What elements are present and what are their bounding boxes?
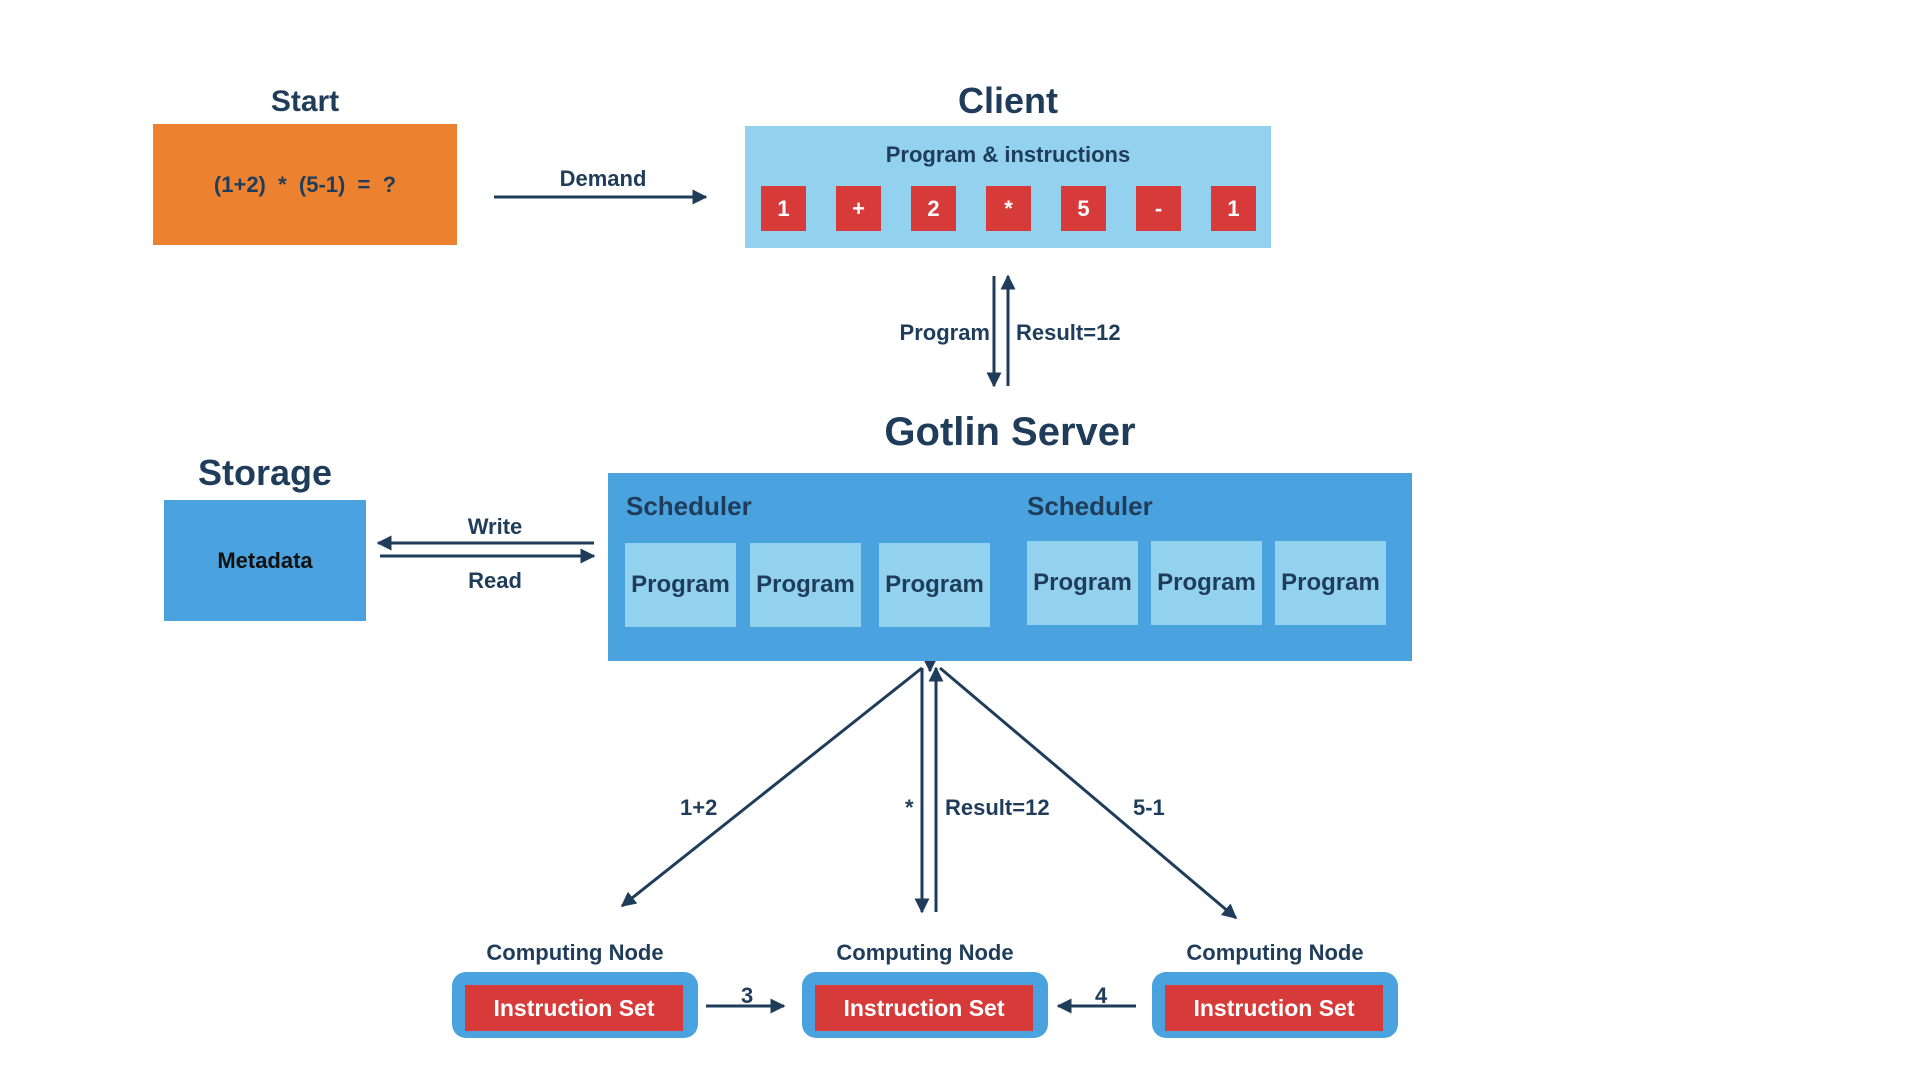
token-5: 5 [1061,186,1106,231]
computing-node: Instruction Set [452,972,698,1038]
server-title: Gotlin Server [884,410,1136,454]
start-title: Start [270,85,340,118]
instruction-set: Instruction Set [465,985,683,1031]
storage-title: Storage [197,452,333,493]
token-1: 1 [761,186,806,231]
computing-node-title: Computing Node [1186,940,1364,965]
computing-node: Instruction Set [802,972,1048,1038]
op-right-arrow [939,666,1238,920]
token-7: 1 [1211,186,1256,231]
result-top-label: Result=12 [1016,320,1121,345]
token-4: * [986,186,1031,231]
program-block: Program [1151,541,1262,625]
metadata-box: Metadata [164,500,366,621]
program-block: Program [879,543,990,627]
program-block: Program [625,543,736,627]
instruction-set: Instruction Set [1165,985,1383,1031]
pass-right-label: 4 [1095,983,1108,1008]
computing-node-title: Computing Node [836,940,1014,965]
pass-left-label: 3 [741,983,754,1008]
server-box: Scheduler Program Program Program Schedu… [608,473,1412,661]
op-right-label: 5-1 [1133,795,1165,820]
result-mid-label: Result=12 [945,795,1050,820]
scheduler-label: Scheduler [1027,491,1153,521]
scheduler-label: Scheduler [626,491,752,521]
computing-node: Instruction Set [1152,972,1398,1038]
client-box: Program & instructions 1 + 2 * 5 - 1 [745,126,1271,248]
program-block: Program [750,543,861,627]
op-left-arrow [620,666,923,908]
token-3: 2 [911,186,956,231]
metadata-label: Metadata [217,547,313,573]
write-label: Write [467,514,523,539]
program-label: Program [899,320,990,345]
program-block: Program [1275,541,1386,625]
op-left-label: 1+2 [680,795,718,820]
start-expression: (1+2) * (5-1) = ? [213,171,397,197]
token-2: + [836,186,881,231]
op-mid-label: * [905,795,914,820]
computing-node-title: Computing Node [486,940,664,965]
start-expression-box: (1+2) * (5-1) = ? [153,124,457,245]
instruction-set: Instruction Set [815,985,1033,1031]
program-block: Program [1027,541,1138,625]
demand-label: Demand [559,166,647,191]
read-label: Read [468,568,522,593]
client-subtitle: Program & instructions [885,142,1131,167]
client-title: Client [957,80,1058,121]
token-6: - [1136,186,1181,231]
